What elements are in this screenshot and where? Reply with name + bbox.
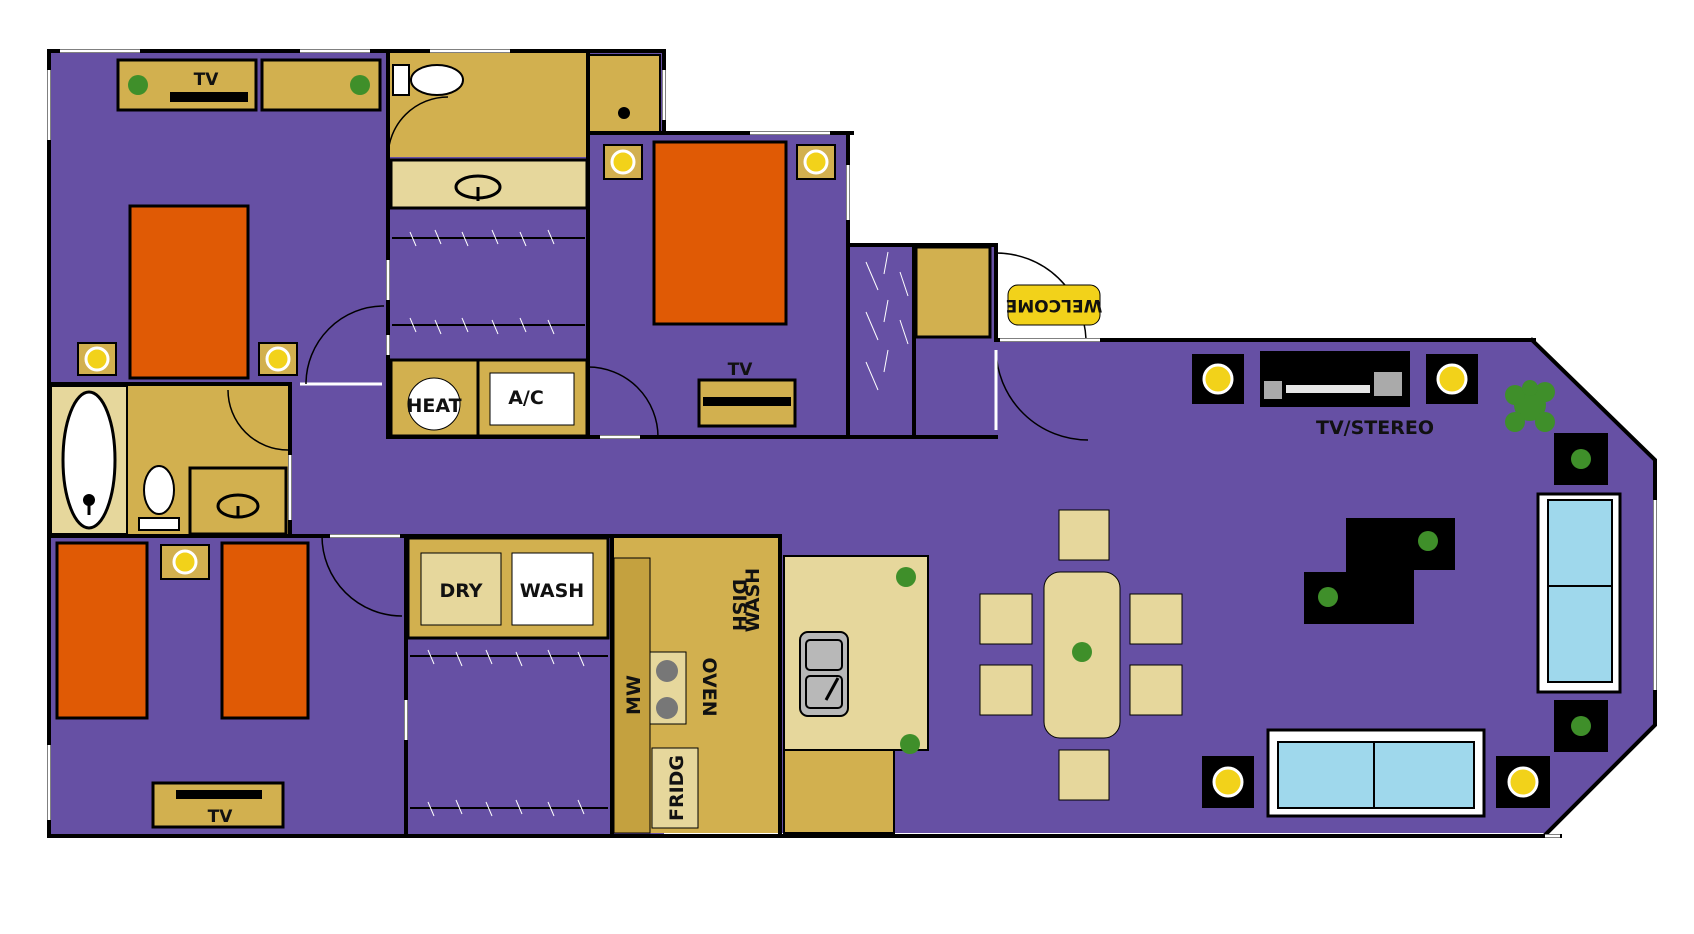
dining-chair [1058, 509, 1110, 561]
welcome-mat-label: WELCOME [1006, 295, 1103, 315]
twin-bed [220, 541, 310, 720]
dining-set [979, 509, 1183, 801]
welcome-mat [1007, 284, 1101, 326]
heat-label: HEAT [406, 395, 461, 417]
coffee-table [1304, 518, 1455, 624]
lamp-icon [803, 149, 829, 175]
speaker [1374, 372, 1402, 396]
speaker [1264, 381, 1282, 399]
washer-label: WASH [520, 580, 584, 602]
lamp-icon [1507, 766, 1539, 798]
entry: WELCOME [995, 252, 1103, 441]
lamp-icon [1202, 363, 1234, 395]
master-tv [170, 92, 248, 102]
bed-2 [652, 140, 788, 326]
living-room: TV/STEREO [1192, 351, 1622, 818]
plant-icon [1418, 531, 1438, 551]
toilet-icon [143, 465, 175, 515]
tv-3-label: TV [208, 807, 234, 827]
toilet-tank [392, 64, 410, 96]
plant-icon [900, 734, 920, 754]
sofa-right [1536, 492, 1622, 694]
bedroom-3: TV [55, 535, 403, 829]
hall-closet [848, 245, 992, 435]
kitchen-sink [799, 631, 849, 717]
plant-icon [1571, 716, 1591, 736]
dining-chair [1129, 664, 1183, 716]
tub-basin [61, 390, 117, 530]
master-bedroom: TV [77, 58, 382, 380]
lamp-icon [265, 346, 291, 372]
tv-2 [703, 397, 791, 406]
bedroom-2: TV [587, 140, 836, 438]
pantry-counter [783, 749, 895, 834]
twin-bed [55, 541, 149, 720]
lamp-icon [172, 549, 198, 575]
bath-2 [50, 384, 289, 536]
plant-icon [1072, 642, 1092, 662]
tv-screen [1286, 385, 1370, 393]
door-swings [305, 305, 385, 385]
plant-icon [1571, 449, 1591, 469]
dryer [420, 552, 502, 626]
lamp-icon [1436, 363, 1468, 395]
laundry: DRY WASH [406, 536, 610, 640]
dryer-label: DRY [439, 580, 482, 602]
dining-chair [979, 593, 1033, 645]
windows [47, 49, 1657, 838]
toilet-icon [410, 64, 464, 96]
sofa-bottom [1266, 728, 1486, 818]
plant-icon [128, 75, 148, 95]
tv-stereo-label: TV/STEREO [1316, 417, 1434, 439]
utility-closet: HEAT A/C [389, 358, 589, 438]
closet-nook [587, 54, 661, 134]
washer [511, 552, 594, 626]
master-bed [128, 204, 250, 380]
knob-icon [618, 107, 630, 119]
microwave-label: MW [623, 675, 645, 715]
ac-label: A/C [508, 387, 544, 409]
vanity [389, 158, 589, 210]
tv-2-label: TV [728, 360, 754, 380]
closet-2 [410, 649, 608, 817]
dining-chair [1129, 593, 1183, 645]
lamp-icon [610, 149, 636, 175]
heater-icon [407, 377, 461, 431]
lamp-icon [84, 346, 110, 372]
burner-icon [656, 660, 678, 682]
lamp-icon [1212, 766, 1244, 798]
master-tv-label: TV [194, 70, 220, 90]
dishwasher-label-2: WASH [742, 568, 764, 632]
dishwasher-label-1: DISH [728, 579, 750, 631]
side-counter [613, 557, 651, 834]
tv-3 [176, 790, 262, 799]
vanity-2 [188, 466, 288, 536]
fridge-label: FRIDG [666, 755, 688, 821]
closet-1 [392, 229, 585, 335]
kitchen: MW OVEN FRIDG DISH WASH [612, 538, 929, 834]
fridge [651, 747, 699, 829]
ac-unit [489, 372, 575, 426]
oven-label: OVEN [698, 657, 720, 716]
plant-icon [1318, 587, 1338, 607]
plant-icon [896, 567, 916, 587]
entry-cabinet [914, 245, 992, 339]
plant-icon [350, 75, 370, 95]
burner-icon [656, 697, 678, 719]
dining-chair [1058, 749, 1110, 801]
toilet-tank [138, 517, 180, 531]
dining-chair [979, 664, 1033, 716]
master-bath [387, 53, 661, 210]
large-plant-icon [1505, 380, 1555, 432]
